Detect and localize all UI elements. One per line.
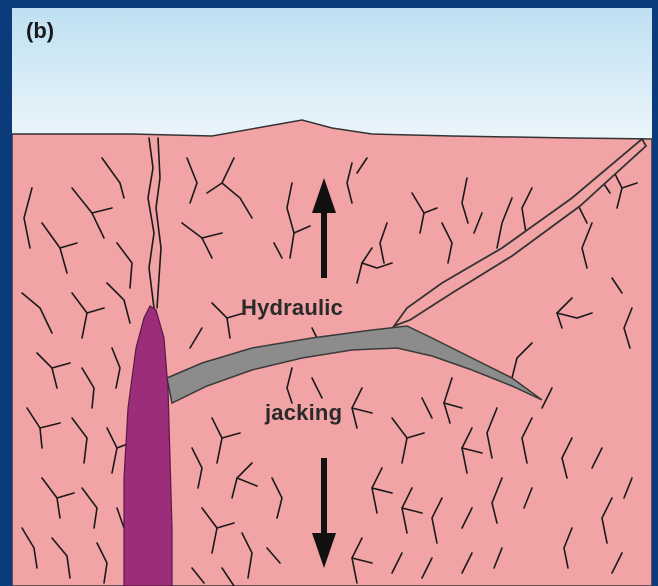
sky [12,8,652,148]
label-hydraulic: Hydraulic [241,295,343,321]
panel-label: (b) [26,18,54,44]
label-jacking: jacking [265,400,342,426]
